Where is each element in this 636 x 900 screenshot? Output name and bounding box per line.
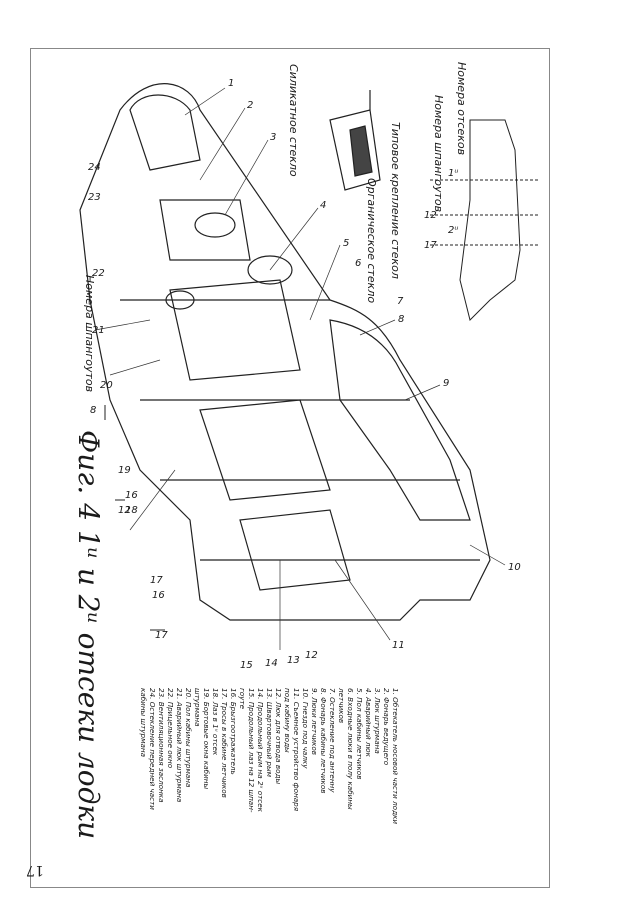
legend-item: 11. Съемное устройство фонаря [292, 688, 301, 812]
legend-item: штурмана [193, 688, 202, 727]
callout-13: 13 [287, 655, 300, 666]
callout-11: 11 [392, 640, 405, 651]
legend-item: 2. Фонарь ведущего [382, 688, 391, 766]
callout-4: 4 [320, 200, 327, 211]
label-organic-glass: Органическое стекло [365, 178, 378, 304]
label-frame-17: 17 [424, 240, 437, 251]
legend-item: 7. Остекление под антенну [328, 688, 337, 793]
legend-item: 19. Бортовые окна кабины [202, 688, 211, 790]
pilot-canopy [329, 319, 471, 521]
legend-item: под кабину воды [283, 688, 292, 753]
legend-item: 8. Фонарь кабины летчиков [319, 688, 328, 794]
callout-17: 17 [150, 575, 163, 586]
label-frame-12b: 12 [118, 505, 131, 516]
legend-item: летчиков [337, 688, 346, 724]
callout-23: 23 [88, 192, 101, 203]
callout-1: 1 [228, 78, 235, 89]
legend-item: 15. Продольный лаз на 12 шпан- [247, 688, 256, 813]
legend-item: 12. Люк для отвода воды [274, 688, 283, 785]
callout-9: 9 [443, 378, 450, 389]
hull-outline [79, 83, 491, 621]
page-number: 17 [26, 862, 44, 878]
label-comp-2: 2ᵘ [448, 225, 459, 236]
legend-item: 3. Люк штурмана [373, 688, 382, 754]
side-profile [459, 119, 521, 321]
callout-3: 3 [270, 132, 277, 143]
legend-item: 4. Аварийный люк [364, 688, 373, 757]
callout-14: 14 [265, 658, 278, 669]
callout-20: 20 [100, 380, 113, 391]
legend-item: 21. Аварийный люк штурмана [175, 688, 184, 803]
callout-18: 18 [125, 505, 138, 516]
label-frame-numbers-bottom: Номера шпангоутов [83, 275, 96, 393]
label-glass-fastening: Типовое крепление стекол [389, 122, 402, 279]
legend-item: гоуте [238, 688, 247, 710]
legend-item: кабины штурмана [139, 688, 148, 758]
label-frame-12: 12 [424, 210, 437, 221]
legend-item: 16. Брызгоотражатель [229, 688, 238, 775]
legend-item: 13. Швартовочный рым [265, 688, 274, 778]
callout-2: 2 [247, 100, 254, 111]
callout-21: 21 [92, 325, 105, 336]
legend-item: 10. Гнездо под чалку [301, 688, 310, 769]
legend-item: 23. Вентиляционная заслонка [157, 688, 166, 803]
callout-19: 19 [118, 465, 131, 476]
callout-16b: 16 [125, 490, 138, 501]
legend-item: 17. Тросы в кабине летчиков [220, 688, 229, 798]
legend-item: 9. Люки летчиков [310, 688, 319, 755]
callout-5: 5 [343, 238, 350, 249]
legend-item: 1. Обтекатель носовой части лодки [391, 688, 400, 825]
callout-7: 7 [397, 296, 404, 307]
callout-10: 10 [508, 562, 521, 573]
legend-item: 24. Остекление передней части [148, 688, 157, 810]
label-silicate-glass: Силикатное стекло [287, 64, 300, 177]
callout-22: 22 [92, 268, 105, 279]
callout-12: 12 [305, 650, 318, 661]
legend-item: 6. Входные люки в полу кабины [346, 688, 355, 810]
legend-item: 14. Продольный рым на 2ᵘ отсек [256, 688, 265, 813]
legend-item: 5. Пол кабины летчиков [355, 688, 364, 780]
callout-15: 15 [240, 660, 253, 671]
legend-item: 18. Лаз в 1ᵘ отсек [211, 688, 220, 756]
glass-fastening-detail [329, 90, 381, 191]
callout-8: 8 [398, 314, 405, 325]
legend-item: 20. Пол кабины штурмана [184, 688, 193, 788]
label-frame-17b: 17 [155, 630, 168, 641]
figure-caption: Фиг. 4 1ᵘ и 2ᵘ отсеки лодки [72, 430, 105, 840]
drawing-frame [30, 48, 550, 888]
label-compartment-numbers: Номера отсеков [455, 62, 468, 156]
label-frame-8: 8 [90, 405, 97, 416]
legend-item: 22. Прицельное окно [166, 688, 175, 769]
callout-6: 6 [355, 258, 362, 269]
nose-fairing [129, 94, 201, 171]
callout-16a: 16 [152, 590, 165, 601]
label-comp-1: 1ᵘ [448, 168, 459, 179]
callout-24: 24 [88, 162, 101, 173]
label-frame-numbers-top: Номера шпангоутов [432, 95, 445, 213]
